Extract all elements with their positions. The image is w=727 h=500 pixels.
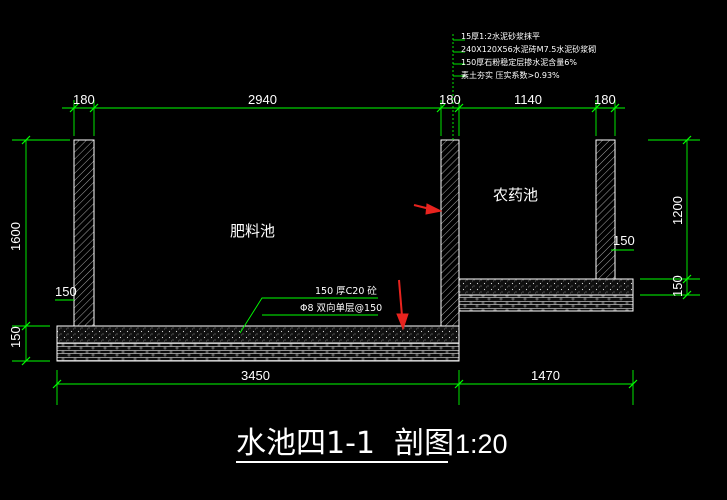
layer-note-4: 素土夯实 压实系数>0.93% [461,70,560,80]
layer-note-2: 240X120X56水泥砖M7.5水泥砂浆砌 [461,44,596,54]
drawing-scale: 1:20 [455,429,508,459]
dim-top-180-b: 180 [439,92,461,107]
tank-structure [56,139,634,362]
dim-left-wall-150: 150 [55,284,77,299]
dim-left-150: 150 [8,326,23,348]
drawing-title: 水池四1-1 剖图 [236,426,454,461]
right-base-slab [458,278,634,296]
dimension-ticks [21,103,692,389]
layer-note-1: 15厚1:2水泥砂浆抹平 [461,31,540,41]
dim-bottom-1470: 1470 [531,368,560,383]
right-base-bedding [458,294,634,312]
layer-note-3: 150厚石粉稳定层掺水泥含量6% [461,57,577,67]
dim-top-2940: 2940 [248,92,277,107]
red-arrows [396,203,443,331]
middle-wall [440,139,460,327]
dim-right-1200: 1200 [670,196,685,225]
right-wall [595,139,616,280]
left-base-bedding [56,342,460,362]
dim-top-1140: 1140 [514,92,542,107]
dim-right-150: 150 [670,275,685,297]
label-fertilizer-tank: 肥料池 [230,222,275,240]
label-pesticide-tank: 农药池 [493,186,538,204]
left-wall [73,139,95,327]
dim-right-wall-150: 150 [613,233,635,248]
left-base-slab [56,325,460,344]
slab-thickness-note: 150 厚C20 砼 [315,285,377,297]
dim-left-1600: 1600 [8,222,23,251]
slab-rebar-note: Φ8 双向单层@150 [300,302,382,314]
dim-top-180-a: 180 [73,92,95,107]
dim-top-180-c: 180 [594,92,616,107]
dim-bottom-3450: 3450 [241,368,270,383]
dimension-lines [12,34,700,405]
